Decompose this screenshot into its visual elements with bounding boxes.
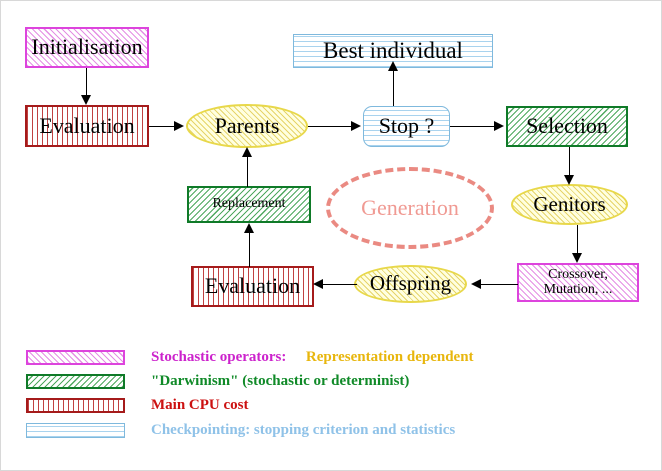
edge-stop-to-selection [450,126,498,128]
edge-crossover-to-offspring [479,284,518,286]
node-best-individual[interactable]: Best individual [293,34,493,68]
legend-label-stochastic-group: Stochastic operators: Representation dep… [151,349,474,366]
node-evaluation-bottom[interactable]: Evaluation [191,266,314,307]
legend-swatch-stochastic [26,350,125,365]
edge-selection-to-genitors [569,147,571,177]
node-genitors[interactable]: Genitors [511,184,628,225]
edge-offspring-to-eval [320,284,357,286]
arrowhead-replacement-to-parents [242,147,252,157]
node-offspring[interactable]: Offspring [354,265,467,303]
arrowhead-stop-to-best [388,61,398,71]
arrowhead-selection-to-genitors [564,175,574,185]
edge-stop-to-best [393,69,395,106]
legend-label-representation: Representation dependent [305,349,474,365]
edge-init-to-eval [86,68,88,97]
legend-swatch-darwinism [26,374,125,389]
edge-parents-to-stop [308,126,356,128]
region-generation: Generation [326,167,494,249]
node-crossover-mutation[interactable]: Crossover, Mutation, ... [517,263,639,302]
edge-replacement-to-parents [247,156,249,187]
legend-label-stochastic: Stochastic operators: [151,349,287,365]
node-initialisation[interactable]: Initialisation [25,27,149,68]
arrowhead-eval-to-parents [174,120,184,131]
node-evaluation-top[interactable]: Evaluation [25,105,149,147]
legend-swatch-checkpointing [26,423,125,438]
node-replacement[interactable]: Replacement [187,186,311,223]
arrowhead-offspring-to-eval [313,278,323,289]
arrowhead-genitors-to-crossover [572,253,582,263]
legend-row-darwinism: "Darwinism" (stochastic or determinist) [26,373,409,390]
arrowhead-parents-to-stop [351,120,361,131]
node-selection[interactable]: Selection [506,106,628,147]
node-stop[interactable]: Stop ? [363,106,450,147]
legend-row-cpu: Main CPU cost [26,397,249,414]
legend-label-cpu: Main CPU cost [151,397,249,413]
legend-label-darwinism: "Darwinism" (stochastic or determinist) [151,373,410,389]
arrowhead-eval-to-replacement [244,223,254,233]
edge-eval-to-parents [149,126,178,128]
arrowhead-init-to-eval [81,95,91,105]
legend-label-checkpointing: Checkpointing: stopping criterion and st… [151,422,456,438]
node-parents[interactable]: Parents [186,104,308,148]
edge-eval-to-replacement [249,231,251,267]
legend-row-stochastic: Stochastic operators: Representation dep… [26,349,474,366]
legend-row-checkpointing: Checkpointing: stopping criterion and st… [26,422,455,439]
arrowhead-crossover-to-offspring [471,278,481,289]
arrowhead-stop-to-selection [494,120,504,131]
legend-swatch-cpu [26,398,125,413]
edge-genitors-to-crossover [577,225,579,255]
